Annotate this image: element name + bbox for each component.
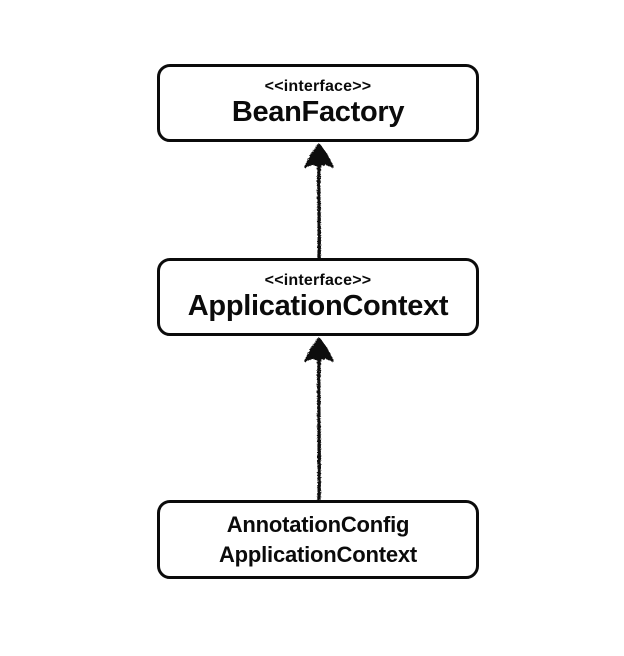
stereotype-label: <<interface>> <box>264 78 372 95</box>
class-name: BeanFactory <box>231 96 405 128</box>
inheritance-arrow-icon <box>304 337 334 502</box>
stereotype-label: <<interface>> <box>264 272 372 289</box>
class-name: ApplicationContext <box>187 290 449 322</box>
class-box-applicationcontext: <<interface>> ApplicationContext <box>157 258 479 336</box>
class-name-line-1: AnnotationConfig <box>226 511 410 537</box>
class-name-line-2: ApplicationContext <box>218 541 418 567</box>
class-box-annotationconfigapplicationcontext: AnnotationConfig ApplicationContext <box>157 500 479 579</box>
inheritance-arrow-icon <box>304 143 334 260</box>
class-box-beanfactory: <<interface>> BeanFactory <box>157 64 479 142</box>
